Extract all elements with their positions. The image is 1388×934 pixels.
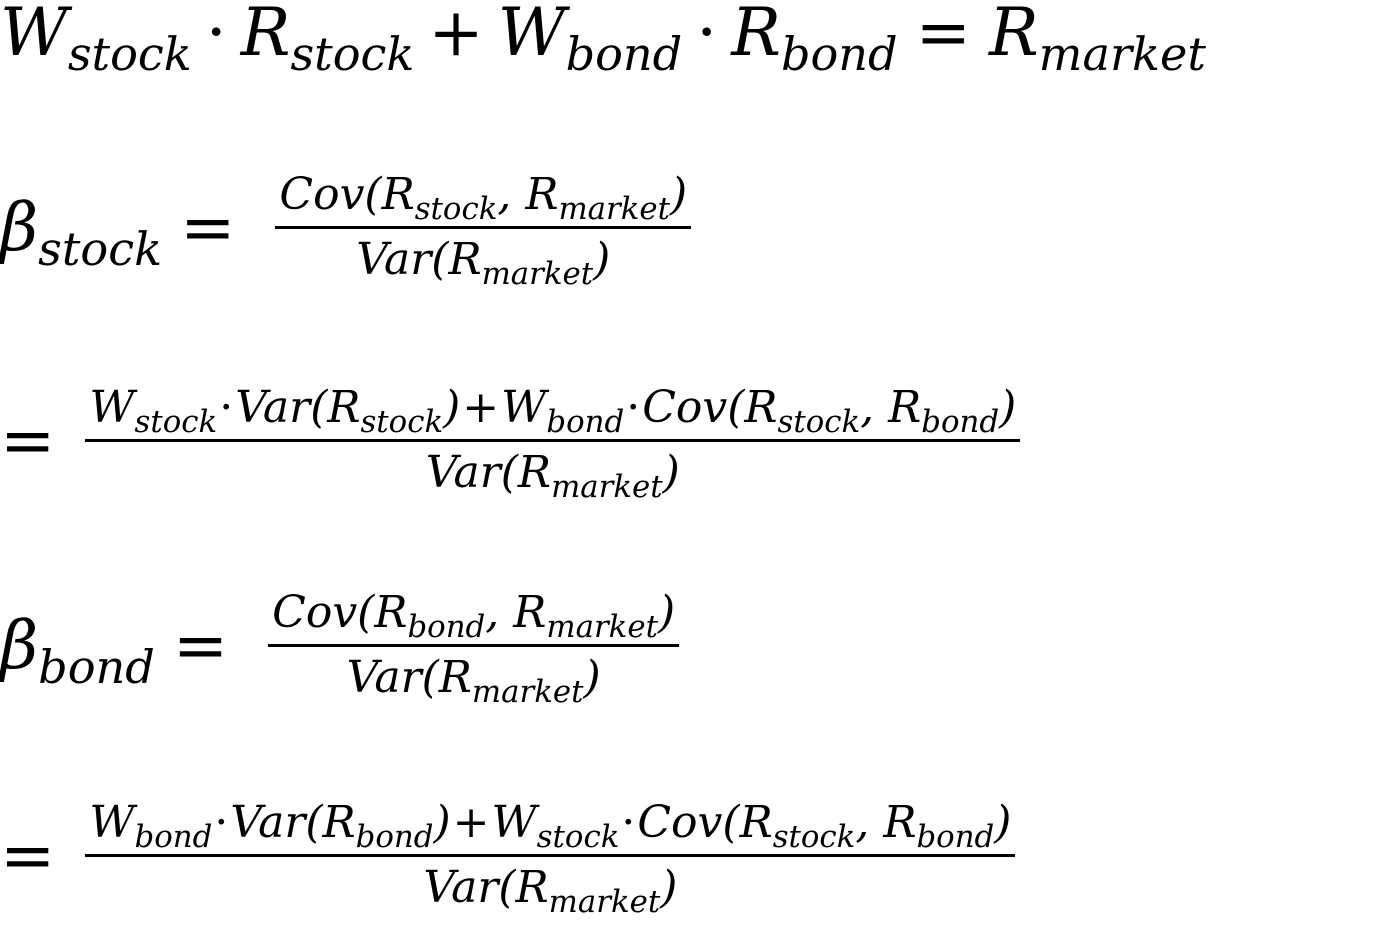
return-bond: Rbond (731, 0, 898, 81)
beta-bond-symbol: βbond (0, 607, 155, 694)
multiply-operator: · (205, 0, 227, 71)
return-market: Rmarket (988, 0, 1206, 81)
return-stock: Rstock (240, 0, 415, 81)
weight-bond: Wbond (497, 0, 683, 81)
beta-stock-expanded-equation: = Wstock·Var(Rstock)+Wbond·Cov(Rstock, R… (0, 382, 1021, 506)
fraction-denominator: Var(Rmarket) (346, 652, 601, 711)
fraction-numerator: Cov(Rbond, Rmarket) (272, 587, 676, 645)
equals-sign: = (0, 402, 56, 480)
equals-sign: = (180, 189, 236, 267)
fraction-denominator: Var(Rmarket) (425, 447, 680, 506)
beta-stock-symbol: βstock (0, 189, 163, 276)
beta-stock-fraction: Cov(Rstock, Rmarket) Var(Rmarket) (275, 169, 692, 293)
beta-bond-equation: βbond = Cov(Rbond, Rmarket) Var(Rmarket) (0, 587, 680, 711)
fraction-numerator: Cov(Rstock, Rmarket) (279, 169, 688, 227)
beta-stock-expanded-fraction: Wstock·Var(Rstock)+Wbond·Cov(Rstock, Rbo… (85, 382, 1021, 506)
beta-bond-expanded-equation: = Wbond·Var(Rbond)+Wstock·Cov(Rstock, Rb… (0, 797, 1016, 921)
fraction-numerator: Wstock·Var(Rstock)+Wbond·Cov(Rstock, Rbo… (89, 382, 1017, 440)
beta-bond-fraction: Cov(Rbond, Rmarket) Var(Rmarket) (268, 587, 680, 711)
beta-stock-equation: βstock = Cov(Rstock, Rmarket) Var(Rmarke… (0, 169, 692, 293)
fraction-bar (275, 226, 692, 230)
market-return-equation: Wstock · Rstock + Wbond · Rbond = Rmarke… (0, 0, 1206, 81)
fraction-bar (85, 854, 1016, 858)
weight-stock: Wstock (0, 0, 192, 81)
fraction-denominator: Var(Rmarket) (356, 234, 611, 293)
equals-sign: = (172, 607, 229, 685)
plus-operator: + (428, 0, 484, 71)
fraction-bar (268, 644, 680, 648)
fraction-bar (85, 439, 1021, 443)
multiply-operator: · (696, 0, 718, 71)
beta-bond-expanded-fraction: Wbond·Var(Rbond)+Wstock·Cov(Rstock, Rbon… (85, 797, 1016, 921)
equals-sign: = (0, 817, 56, 895)
fraction-numerator: Wbond·Var(Rbond)+Wstock·Cov(Rstock, Rbon… (89, 797, 1012, 855)
equals-sign: = (915, 0, 971, 71)
fraction-denominator: Var(Rmarket) (423, 862, 678, 921)
